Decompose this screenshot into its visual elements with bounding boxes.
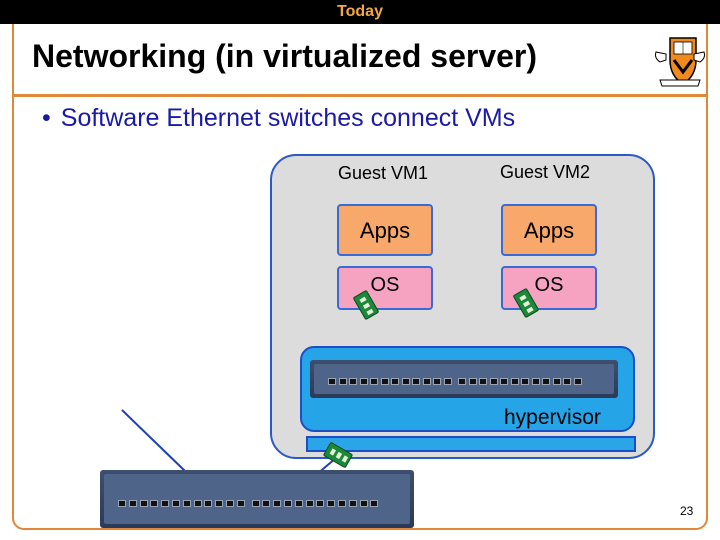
vm1-os-box: OS — [337, 266, 433, 310]
switch-port — [193, 500, 202, 507]
switch-port — [458, 378, 466, 385]
bullet-point: • Software Ethernet switches connect VMs — [42, 104, 515, 133]
switch-port — [573, 378, 582, 385]
bullet-marker: • — [42, 104, 51, 132]
hypervisor-label: hypervisor — [504, 406, 601, 429]
switch-port — [215, 500, 224, 507]
switch-port — [468, 378, 477, 385]
switch-port — [161, 500, 170, 507]
switch-port — [273, 500, 282, 507]
switch-port — [489, 378, 498, 385]
physical-switch-icon — [100, 470, 414, 528]
top-bar: Today — [0, 0, 720, 24]
switch-port — [139, 500, 148, 507]
switch-port — [172, 500, 180, 507]
switch-port — [349, 378, 357, 385]
switch-port — [359, 378, 368, 385]
slide-frame — [12, 24, 708, 530]
switch-port — [531, 378, 540, 385]
header-label: Today — [337, 3, 383, 20]
switch-port — [552, 378, 561, 385]
switch-port — [370, 500, 379, 507]
switch-port — [328, 378, 336, 385]
switch-port — [338, 378, 347, 385]
switch-port — [348, 500, 357, 507]
switch-port — [262, 500, 271, 507]
switch-port — [563, 378, 571, 385]
vm2-apps-box: Apps — [501, 204, 597, 256]
virtual-switch-icon — [310, 360, 618, 398]
switch-port — [380, 378, 389, 385]
switch-port — [370, 378, 378, 385]
switch-port — [204, 500, 213, 507]
bullet-text: Software Ethernet switches connect VMs — [60, 104, 516, 132]
switch-port — [479, 378, 487, 385]
switch-port — [327, 500, 336, 507]
switch-port — [305, 500, 314, 507]
vm1-apps-box: Apps — [337, 204, 433, 256]
switch-port — [412, 378, 420, 385]
vm2-os-box: OS — [501, 266, 597, 310]
title-divider — [14, 94, 706, 97]
switch-port — [182, 500, 191, 507]
switch-port — [284, 500, 292, 507]
switch-port — [422, 378, 431, 385]
switch-port — [251, 500, 260, 507]
switch-port — [150, 500, 159, 507]
switch-port — [521, 378, 529, 385]
vm2-title: Guest VM2 — [500, 162, 591, 182]
switch-port — [118, 500, 126, 507]
switch-port — [294, 500, 303, 507]
page-number: 23 — [680, 504, 694, 518]
switch-port — [391, 378, 399, 385]
princeton-shield-logo-icon — [655, 37, 705, 87]
vm1-apps-label: Apps — [359, 218, 411, 243]
switch-port — [401, 378, 410, 385]
physical-nic-bar — [306, 436, 636, 452]
switch-port — [542, 378, 550, 385]
vm1-os-label: OS — [370, 274, 400, 296]
switch-port — [510, 378, 519, 385]
switch-port — [500, 378, 508, 385]
slide-title: Networking (in virtualized server) — [32, 38, 538, 74]
switch-port — [338, 500, 346, 507]
switch-port — [433, 378, 441, 385]
switch-port — [236, 500, 245, 507]
switch-port — [359, 500, 368, 507]
switch-port — [226, 500, 234, 507]
vm2-os-label: OS — [534, 274, 564, 296]
vm1-title: Guest VM1 — [338, 163, 429, 183]
switch-port — [128, 500, 137, 507]
switch-port — [316, 500, 325, 507]
vm2-apps-label: Apps — [523, 218, 575, 243]
switch-port — [443, 378, 452, 385]
